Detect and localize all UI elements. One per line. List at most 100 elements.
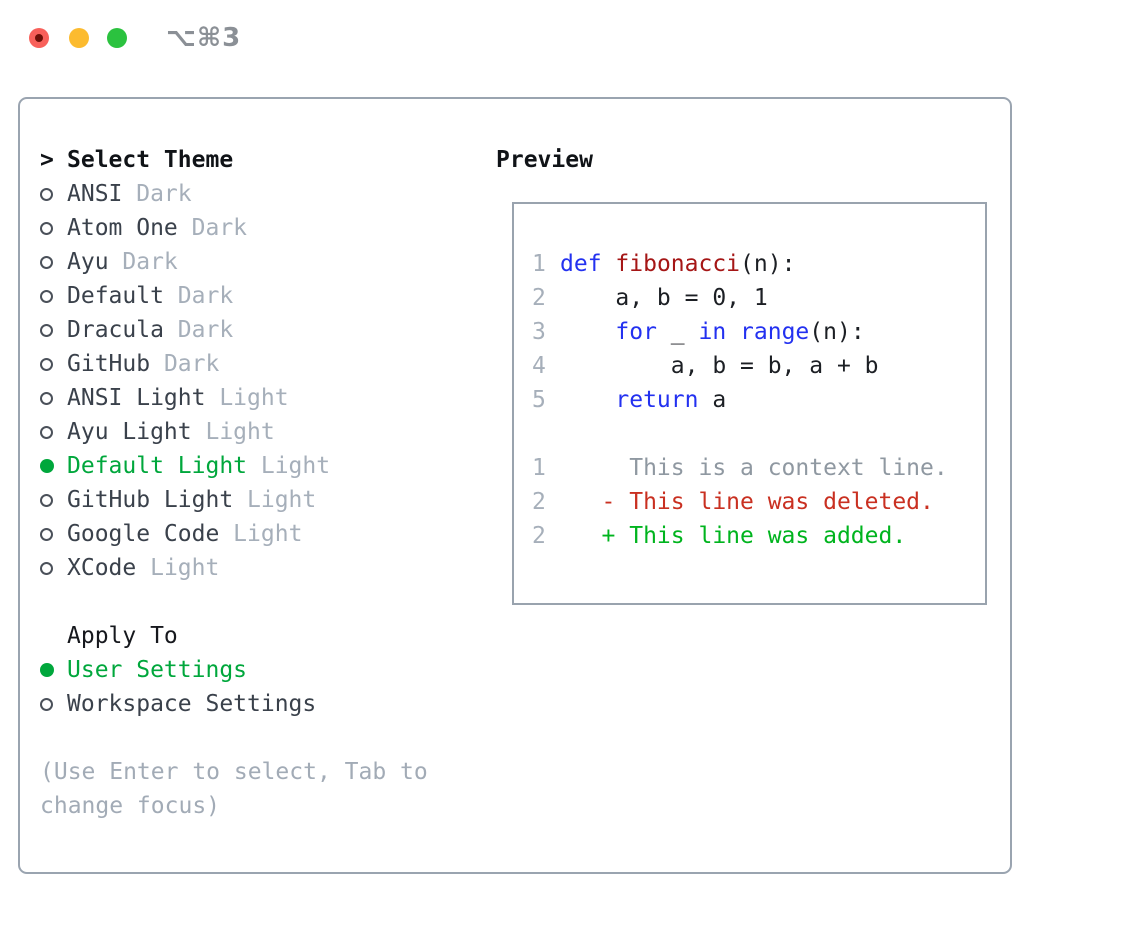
code-line: 4 a, b = b, a + b — [532, 349, 985, 383]
theme-option-github-light[interactable]: GitHub Light Light — [40, 483, 480, 517]
apply-option-workspace-settings[interactable]: Workspace Settings — [40, 687, 480, 721]
radio-unselected-icon — [40, 527, 67, 541]
line-content: return a — [560, 387, 726, 413]
spacer — [40, 721, 480, 755]
theme-name: Default Light — [67, 453, 248, 479]
minimize-button[interactable] — [69, 28, 89, 48]
code-segment: def — [560, 251, 602, 277]
radio-selected-icon — [40, 459, 67, 473]
radio-unselected-icon — [40, 255, 67, 269]
theme-variant: Dark — [108, 249, 178, 275]
line-number: 4 — [532, 353, 546, 379]
code-segment: + This line was added. — [560, 523, 907, 549]
code-segment: (n): — [740, 251, 796, 277]
theme-option-ansi-light[interactable]: ANSI Light Light — [40, 381, 480, 415]
spacer — [40, 585, 480, 619]
title-bar: ⌥⌘3 — [0, 0, 1140, 77]
radio-circle — [40, 561, 53, 575]
theme-name: Dracula — [67, 317, 164, 343]
code-segment — [560, 319, 615, 345]
theme-variant: Dark — [122, 181, 192, 207]
theme-option-atom-one[interactable]: Atom One Dark — [40, 211, 480, 245]
radio-unselected-icon — [40, 493, 67, 507]
code-segment: a, b = b, a + b — [560, 353, 879, 379]
code-line: 2 + This line was added. — [532, 519, 985, 553]
apply-option-user-settings[interactable]: User Settings — [40, 653, 480, 687]
prompt-caret-icon: > — [40, 147, 54, 173]
theme-option-xcode[interactable]: XCode Light — [40, 551, 480, 585]
select-theme-header: > Select Theme — [40, 143, 480, 177]
close-button[interactable] — [29, 28, 49, 48]
line-number: 2 — [532, 523, 546, 549]
radio-unselected-icon — [40, 323, 67, 337]
line-content: for _ in range(n): — [560, 319, 864, 345]
radio-circle — [40, 221, 53, 235]
theme-variant: Light — [205, 385, 289, 411]
theme-variant: Dark — [150, 351, 220, 377]
code-segment — [726, 319, 740, 345]
code-line: 2 a, b = 0, 1 — [532, 281, 985, 315]
apply-to-title: Apply To — [67, 623, 178, 649]
radio-unselected-icon — [40, 357, 67, 371]
line-content: - This line was deleted. — [560, 489, 934, 515]
theme-variant: Light — [191, 419, 275, 445]
theme-option-ayu[interactable]: Ayu Dark — [40, 245, 480, 279]
code-segment — [602, 251, 616, 277]
line-content: + This line was added. — [560, 523, 907, 549]
theme-option-ayu-light[interactable]: Ayu Light Light — [40, 415, 480, 449]
theme-name: Ayu — [67, 249, 109, 275]
code-segment: - This line was deleted. — [560, 489, 934, 515]
radio-unselected-icon — [40, 561, 67, 575]
radio-circle — [40, 459, 54, 473]
line-content: a, b = b, a + b — [560, 353, 879, 379]
line-content: This is a context line. — [560, 455, 948, 481]
line-content: def fibonacci(n): — [560, 251, 795, 277]
radio-circle — [40, 493, 53, 507]
zoom-button[interactable] — [107, 28, 127, 48]
theme-name: Atom One — [67, 215, 178, 241]
code-segment: fibonacci — [615, 251, 741, 277]
code-line: 2 - This line was deleted. — [532, 485, 985, 519]
theme-name: Google Code — [67, 521, 220, 547]
code-line: 3 for _ in range(n): — [532, 315, 985, 349]
code-segment: return — [615, 387, 699, 413]
code-segment — [560, 387, 615, 413]
radio-circle — [40, 697, 53, 711]
radio-unselected-icon — [40, 187, 67, 201]
theme-name: XCode — [67, 555, 137, 581]
theme-option-google-code[interactable]: Google Code Light — [40, 517, 480, 551]
line-content: a, b = 0, 1 — [560, 285, 767, 311]
theme-option-default-light[interactable]: Default Light Light — [40, 449, 480, 483]
theme-name: Ayu Light — [67, 419, 192, 445]
theme-option-github[interactable]: GitHub Dark — [40, 347, 480, 381]
apply-to-indent — [40, 623, 67, 649]
code-segment: range — [740, 319, 810, 345]
code-segment: a — [698, 387, 727, 413]
apply-option-label: Workspace Settings — [67, 691, 317, 717]
window-title: ⌥⌘3 — [166, 23, 242, 53]
theme-variant: Dark — [177, 215, 248, 241]
theme-variant: Dark — [163, 317, 234, 343]
radio-circle — [40, 289, 53, 303]
radio-unselected-icon — [40, 697, 67, 711]
theme-option-ansi[interactable]: ANSI Dark — [40, 177, 480, 211]
code-segment: _ — [656, 319, 699, 345]
theme-name: ANSI Light — [67, 385, 206, 411]
theme-option-dracula[interactable]: Dracula Dark — [40, 313, 480, 347]
code-line: 1 This is a context line. — [532, 451, 985, 485]
line-number: 1 — [532, 455, 546, 481]
theme-option-default[interactable]: Default Dark — [40, 279, 480, 313]
code-line — [532, 417, 985, 451]
theme-variant: Light — [233, 487, 317, 513]
theme-variant: Light — [136, 555, 220, 581]
apply-option-label: User Settings — [67, 657, 248, 683]
code-segment: for — [615, 319, 657, 345]
line-number: 5 — [532, 387, 546, 413]
